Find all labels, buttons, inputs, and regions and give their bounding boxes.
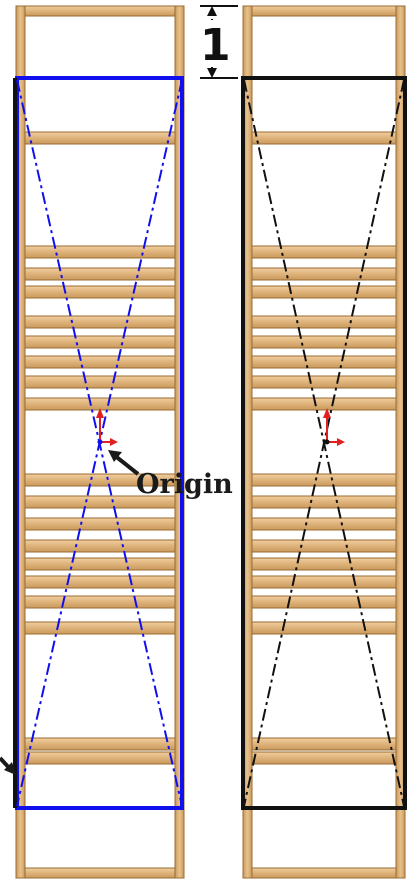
right-cabinet: [241, 5, 407, 879]
right-sketch-bounding-rectangle: [241, 76, 407, 810]
origin-label: Origin: [136, 469, 233, 500]
right-shelf-board: [251, 867, 397, 879]
right-shelf-board: [251, 5, 397, 17]
dimension-callout: 1: [198, 5, 238, 79]
left-shelf-board: [24, 575, 176, 589]
left-shelf-board: [24, 375, 176, 389]
left-shelf-board: [24, 315, 176, 329]
right-shelf-board: [251, 495, 397, 509]
left-shelf-board: [24, 473, 176, 487]
left-shelf-board: [24, 285, 176, 299]
right-shelf-board: [251, 355, 397, 369]
right-shelf-board: [251, 245, 397, 259]
left-shelf-board: [24, 737, 176, 751]
right-shelf-board: [251, 473, 397, 487]
dimension-label: 1: [200, 20, 231, 71]
left-shelf-board: [24, 5, 176, 17]
right-shelf-board: [251, 751, 397, 765]
dimension-arrow-bottom-icon: [207, 68, 217, 78]
edge-leader-arrow-icon: [0, 756, 16, 775]
left-shelf-board: [24, 267, 176, 281]
right-shelf-board: [251, 375, 397, 389]
right-shelf-board: [251, 539, 397, 553]
right-shelf-board: [251, 517, 397, 531]
left-cabinet: Origin: [0, 5, 233, 879]
right-shelf-board: [251, 621, 397, 635]
left-shelf-board: [24, 245, 176, 259]
left-shelf-board: [24, 867, 176, 879]
right-shelf-board: [251, 131, 397, 145]
dimension-arrow-top-icon: [207, 6, 217, 16]
right-shelf-board: [251, 575, 397, 589]
right-origin-triad-icon: [323, 408, 345, 446]
left-shelf-board: [24, 751, 176, 765]
left-shelf-board: [24, 495, 176, 509]
right-shelf-board: [251, 557, 397, 571]
right-shelf-board: [251, 335, 397, 349]
right-cabinet-shelves: [251, 5, 397, 879]
left-shelf-board: [24, 557, 176, 571]
origin-triad-icon: [96, 408, 118, 446]
right-diagonal-centerline-b: [243, 79, 405, 807]
left-shelf-board: [24, 517, 176, 531]
left-shelf-board: [24, 539, 176, 553]
right-shelf-board: [251, 737, 397, 751]
left-shelf-board: [24, 355, 176, 369]
left-shelf-board: [24, 335, 176, 349]
right-shelf-board: [251, 315, 397, 329]
right-shelf-board: [251, 267, 397, 281]
origin-leader-arrow-icon: [108, 450, 140, 476]
left-shelf-board: [24, 595, 176, 609]
right-shelf-board: [251, 397, 397, 411]
right-sketch-overlay: [241, 76, 407, 810]
left-shelf-board: [24, 621, 176, 635]
right-shelf-board: [251, 285, 397, 299]
left-shelf-board: [24, 131, 176, 145]
right-shelf-board: [251, 595, 397, 609]
